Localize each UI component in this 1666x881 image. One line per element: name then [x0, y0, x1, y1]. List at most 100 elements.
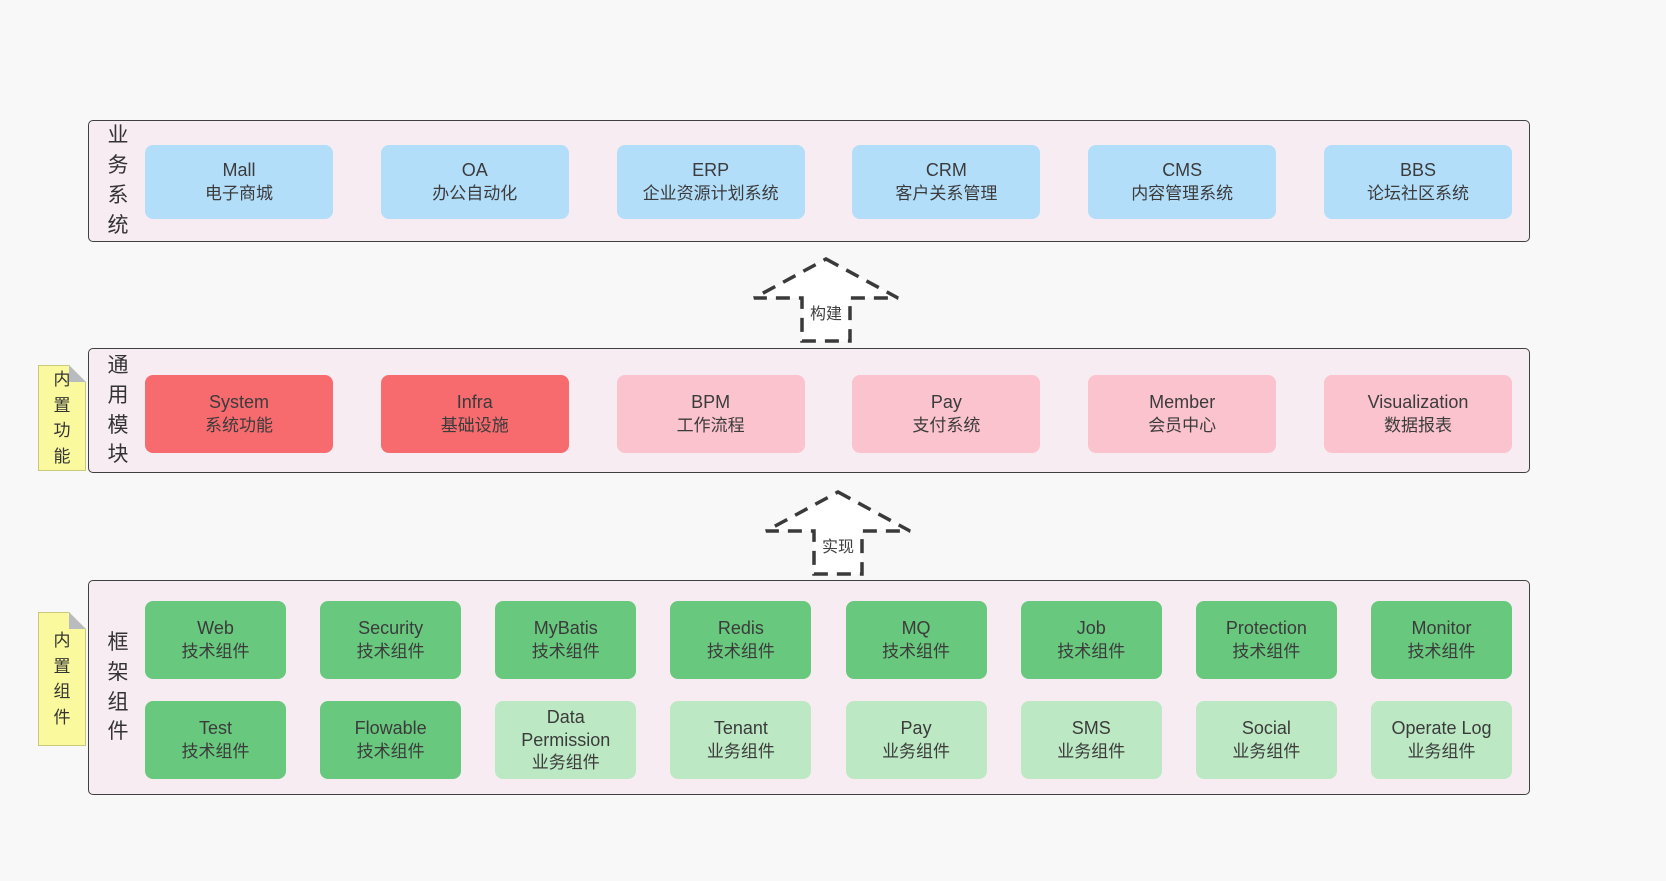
arrow-implement-label: 实现: [821, 539, 854, 556]
component-box-sms: SMS 业务组件: [1020, 701, 1162, 779]
box-subtitle: 系统功能: [205, 415, 273, 435]
module-box-member: Member 会员中心: [1088, 375, 1277, 453]
box-title: MQ: [901, 618, 931, 639]
business-box-mall: Mall 电子商城: [145, 145, 333, 219]
box-title: Mall: [222, 160, 256, 181]
box-subtitle: 基础设施: [440, 415, 509, 435]
band-label-components: 框架组件: [103, 581, 133, 794]
box-title: Pay: [930, 392, 962, 413]
box-subtitle: 电子商城: [205, 183, 273, 203]
box-subtitle: 工作流程: [676, 415, 745, 435]
box-subtitle: 技术组件: [1232, 641, 1301, 661]
box-title: Pay: [900, 718, 932, 739]
box-subtitle: 会员中心: [1148, 415, 1217, 435]
module-box-bpm: BPM 工作流程: [616, 375, 805, 453]
box-title: Test: [198, 718, 232, 739]
box-title: CRM: [925, 160, 967, 181]
box-subtitle: 业务组件: [882, 741, 951, 761]
box-title: Operate Log: [1391, 718, 1492, 739]
module-box-system: System 系统功能: [145, 375, 333, 453]
box-subtitle: 技术组件: [356, 641, 425, 661]
component-box-security: Security 技术组件: [320, 601, 462, 679]
box-title: OA: [461, 160, 488, 181]
arrow-build-label: 构建: [809, 306, 842, 323]
box-title: Member: [1149, 392, 1216, 413]
component-box-job: Job 技术组件: [1020, 601, 1162, 679]
business-box-bbs: BBS 论坛社区系统: [1323, 145, 1512, 219]
box-subtitle: 客户关系管理: [895, 183, 998, 203]
module-box-pay: Pay 支付系统: [852, 375, 1041, 453]
box-subtitle: 数据报表: [1383, 415, 1452, 435]
box-subtitle: 企业资源计划系统: [642, 183, 779, 203]
module-boxes-row: System 系统功能 Infra 基础设施 BPM 工作流程 Pay 支付系统…: [145, 375, 1512, 453]
box-title: Redis: [717, 618, 764, 639]
band-label-text: 通用模块: [107, 353, 129, 467]
component-boxes-row-2: Test 技术组件 Flowable 技术组件 Data Permission …: [145, 701, 1512, 779]
box-title: Visualization: [1367, 392, 1469, 413]
box-title: Tenant: [713, 718, 768, 739]
band-framework-components: 框架组件 Web 技术组件 Security 技术组件 MyBatis 技术组件…: [88, 580, 1530, 795]
box-subtitle: 技术组件: [181, 741, 250, 761]
box-title: BPM: [691, 392, 731, 413]
sticky-note-text: 内置功能: [53, 370, 71, 466]
folded-corner-icon: [69, 612, 86, 629]
box-title: Monitor: [1411, 618, 1472, 639]
box-subtitle: 技术组件: [181, 641, 250, 661]
box-subtitle: 技术组件: [1407, 641, 1476, 661]
business-box-crm: CRM 客户关系管理: [852, 145, 1041, 219]
component-box-web: Web 技术组件: [145, 601, 286, 679]
sticky-note-text: 内置组件: [53, 631, 71, 727]
component-box-monitor: Monitor 技术组件: [1370, 601, 1512, 679]
business-box-erp: ERP 企业资源计划系统: [616, 145, 805, 219]
box-subtitle: 业务组件: [1057, 741, 1126, 761]
box-subtitle: 技术组件: [531, 641, 600, 661]
arrow-build: 构建: [751, 256, 901, 344]
band-common-modules: 通用模块 System 系统功能 Infra 基础设施 BPM 工作流程 Pay…: [88, 348, 1530, 473]
box-title: ERP: [692, 160, 730, 181]
component-box-pay: Pay 业务组件: [845, 701, 987, 779]
component-box-tenant: Tenant 业务组件: [670, 701, 812, 779]
band-business-systems: 业务系统 Mall 电子商城 OA 办公自动化 ERP 企业资源计划系统 CRM…: [88, 120, 1530, 242]
box-subtitle: 业务组件: [1407, 741, 1476, 761]
component-box-mybatis: MyBatis 技术组件: [495, 601, 637, 679]
box-subtitle: 业务组件: [706, 741, 775, 761]
box-subtitle: 内容管理系统: [1131, 183, 1234, 203]
box-title: Job: [1076, 618, 1106, 639]
band-label-modules: 通用模块: [103, 349, 133, 472]
box-title: SMS: [1071, 718, 1111, 739]
business-box-cms: CMS 内容管理系统: [1088, 145, 1277, 219]
band-label-text: 业务系统: [107, 124, 129, 237]
box-subtitle: 技术组件: [356, 741, 425, 761]
arrow-up-icon: [765, 490, 911, 576]
component-box-protection: Protection 技术组件: [1195, 601, 1337, 679]
band-label-business: 业务系统: [103, 121, 133, 241]
module-box-infra: Infra 基础设施: [380, 375, 569, 453]
box-title: Data Permission: [521, 706, 611, 750]
component-box-social: Social 业务组件: [1195, 701, 1337, 779]
box-subtitle: 论坛社区系统: [1366, 183, 1469, 203]
box-title: BBS: [1399, 160, 1436, 181]
arrow-up-icon: [753, 257, 899, 343]
component-box-redis: Redis 技术组件: [670, 601, 812, 679]
band-label-text: 框架组件: [107, 630, 129, 744]
box-title: Web: [197, 618, 234, 639]
box-subtitle: 技术组件: [882, 641, 951, 661]
box-subtitle: 业务组件: [1232, 741, 1301, 761]
box-title: CMS: [1162, 160, 1203, 181]
box-title: Flowable: [354, 718, 427, 739]
box-subtitle: 技术组件: [1057, 641, 1126, 661]
box-subtitle: 业务组件: [531, 753, 600, 773]
sticky-note-built-in-features: 内置功能: [38, 365, 86, 471]
component-box-test: Test 技术组件: [145, 701, 286, 779]
box-title: Infra: [456, 392, 493, 413]
box-title: Social: [1241, 718, 1291, 739]
sticky-note-built-in-components: 内置组件: [38, 612, 86, 746]
component-box-operate-log: Operate Log 业务组件: [1370, 701, 1512, 779]
component-boxes-row-1: Web 技术组件 Security 技术组件 MyBatis 技术组件 Redi…: [145, 601, 1512, 679]
module-box-visualization: Visualization 数据报表: [1323, 375, 1512, 453]
box-title: Protection: [1225, 618, 1307, 639]
business-box-oa: OA 办公自动化: [380, 145, 569, 219]
arrow-implement: 实现: [763, 489, 913, 577]
box-subtitle: 支付系统: [912, 415, 981, 435]
